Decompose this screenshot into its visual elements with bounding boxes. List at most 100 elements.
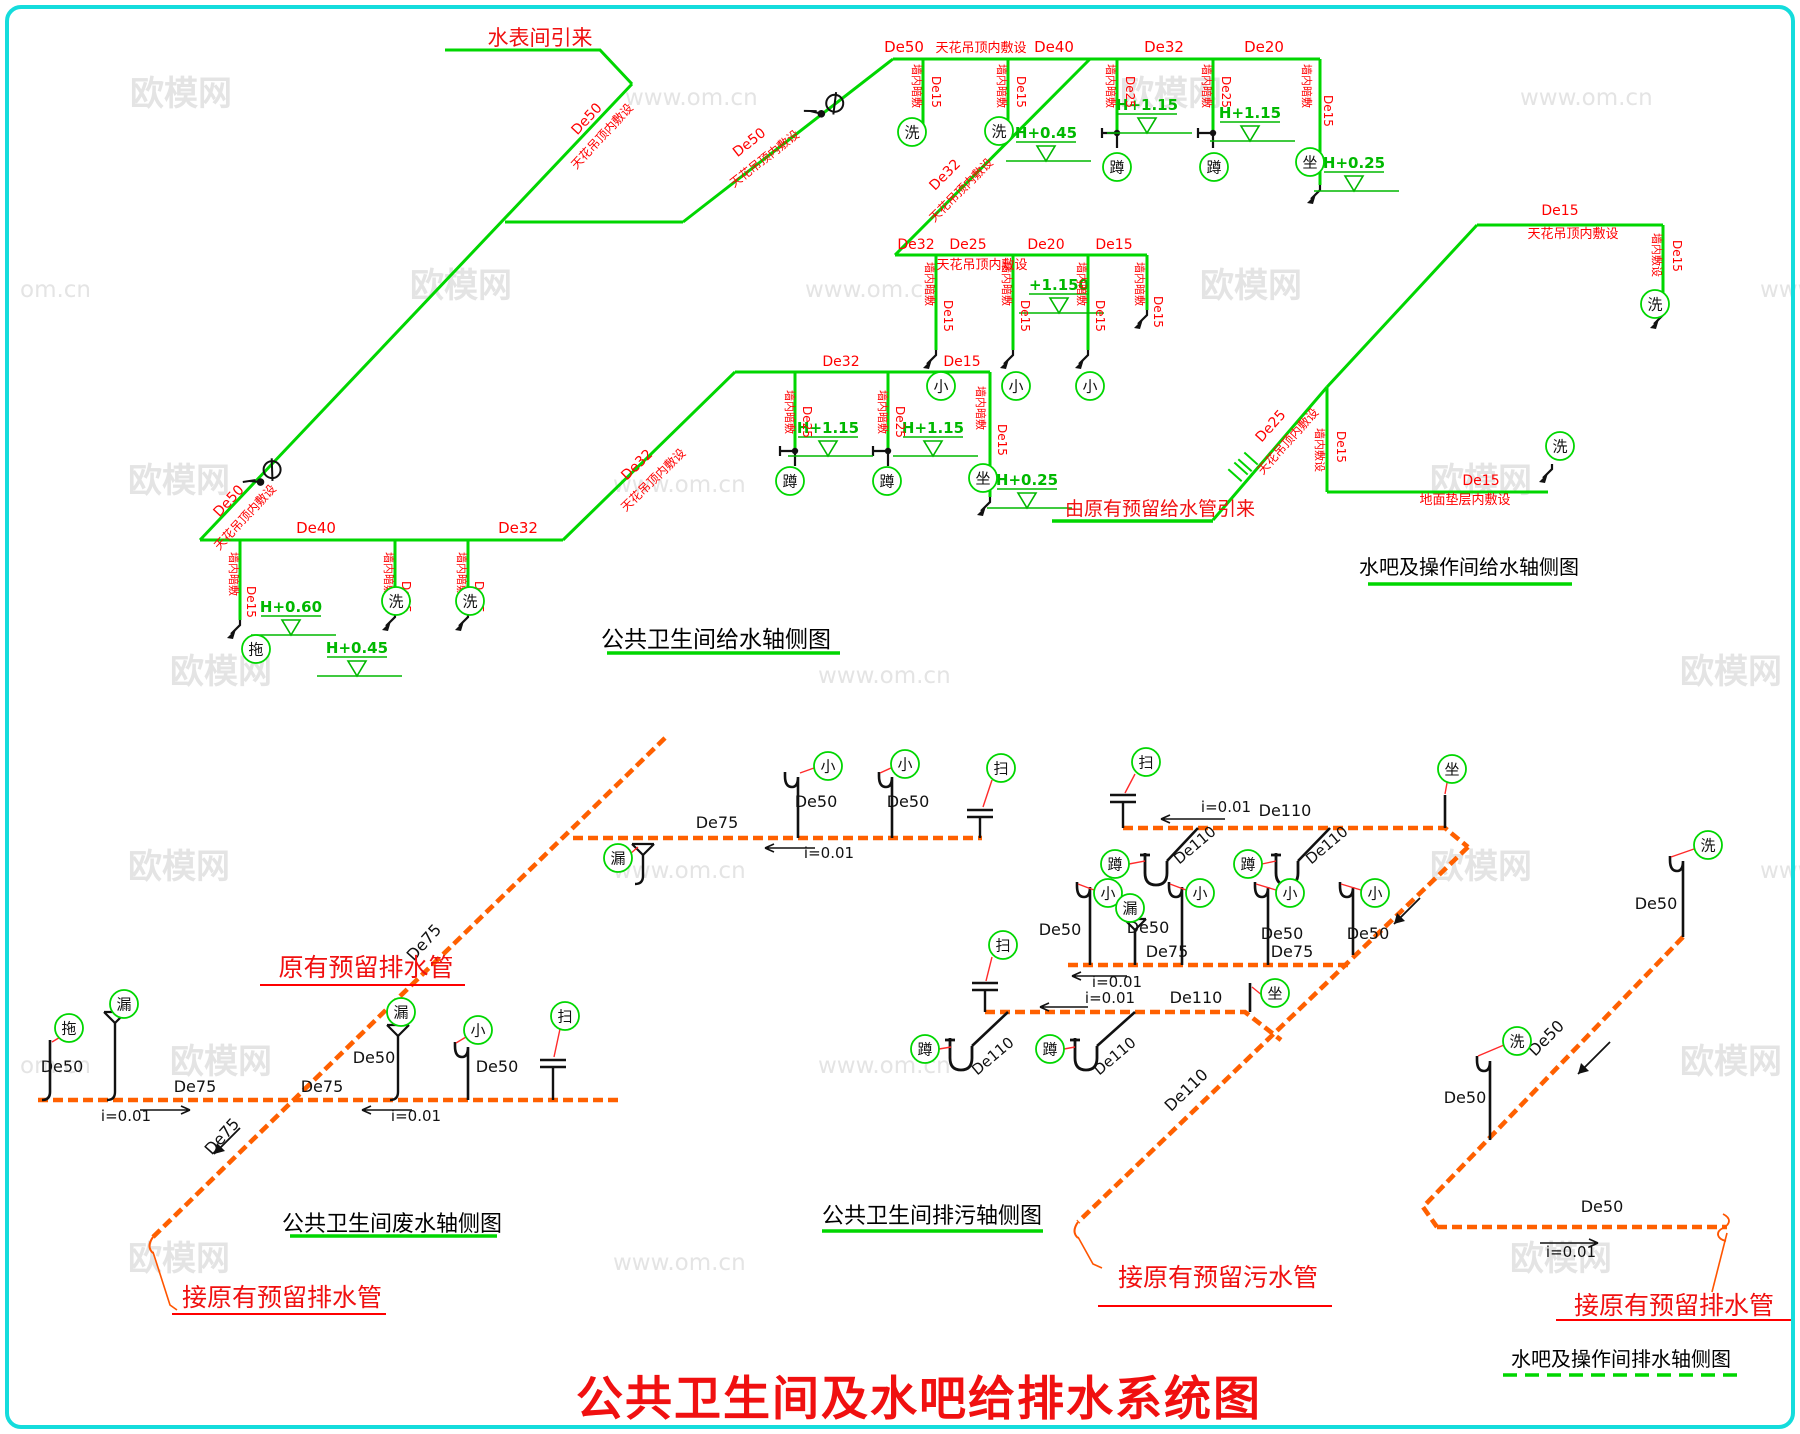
pipe-fixture	[1096, 1011, 1136, 1047]
pipe-supply	[561, 370, 737, 542]
pipe-fixture	[1166, 827, 1199, 862]
pipe-label: De50	[353, 1048, 396, 1067]
slope-arrow	[764, 843, 815, 853]
fixture-circle	[1360, 878, 1390, 908]
fixture-circle-label: 蹲	[879, 473, 894, 491]
pipe-label: De110	[1259, 801, 1312, 820]
title-waterbar-drainage: 水吧及操作间排水轴侧图	[1511, 1347, 1731, 1371]
pipe-label: 墙内暗敷	[1133, 262, 1147, 306]
pipe-supply	[445, 48, 634, 86]
fixture-circle	[381, 586, 411, 616]
trap-pipe	[453, 1042, 470, 1100]
slope-arrow	[361, 1105, 412, 1115]
fixture-circle	[1502, 1026, 1532, 1056]
watermark: www.om.cn	[625, 85, 758, 111]
watermark: 欧模网	[1680, 652, 1782, 692]
pipe-label: De110	[968, 1033, 1017, 1079]
fixture-circle	[984, 116, 1014, 146]
title-public-toilet-sewage: 公共卫生间排污轴侧图	[821, 1204, 1043, 1229]
fixture-circle-label: 扫	[557, 1008, 572, 1026]
elevation-triangle	[346, 660, 368, 678]
pipe-label: De50	[1127, 918, 1170, 937]
tap-dot	[884, 447, 892, 455]
fixture-circle-label: 漏	[1122, 900, 1137, 918]
elevation-triangle	[1048, 297, 1070, 315]
faucet-icon	[1078, 350, 1090, 365]
fixture-circle-label: 漏	[116, 996, 131, 1014]
break-tick	[1227, 461, 1249, 482]
fixture-circle-label: 扫	[1138, 754, 1153, 772]
pipe-label: De25	[893, 406, 907, 438]
fixture-circle	[986, 753, 1016, 783]
elevation-triangle	[1016, 492, 1038, 510]
pipe-label: De50	[1444, 1088, 1487, 1107]
elevation-triangle	[1035, 145, 1057, 163]
fixture-circle	[463, 1015, 493, 1045]
leader-red	[799, 767, 815, 774]
fixture-circle-label: 坐	[1444, 761, 1459, 779]
faucet-arrow	[1075, 359, 1084, 369]
fixture-circle-label: 小	[933, 378, 948, 396]
pipe-fixture	[1297, 827, 1331, 862]
pipe-label: De40	[296, 519, 336, 537]
fixture-circle-label: 洗	[1552, 438, 1567, 456]
fixture-circle-label: 洗	[1509, 1033, 1524, 1051]
pipe-label: De32	[498, 519, 538, 537]
fixture-circle	[1275, 878, 1305, 908]
watermark: 欧模网	[128, 461, 230, 501]
fixture-circle	[1693, 830, 1723, 860]
main-title: 公共卫生间及水吧给排水系统图	[576, 1372, 1262, 1427]
annotation-connect-reserved-drain-right: 接原有预留排水管	[1573, 1291, 1775, 1320]
pipe-label: 墙内暗敷	[382, 552, 396, 596]
pipe-label: De15	[929, 76, 943, 108]
slope-arrow	[140, 1105, 191, 1115]
trap-pipe	[877, 772, 894, 838]
pipe-label: De40	[1034, 38, 1074, 56]
pipe-label: De50	[41, 1057, 84, 1076]
squat-trap	[1140, 853, 1169, 887]
elevation-label: H+0.25	[1323, 154, 1385, 172]
trap-pipe	[1668, 856, 1685, 937]
faucet-arrow	[1134, 319, 1143, 329]
fixture-circle-label: 小	[897, 756, 912, 774]
watermark: 欧模网	[1430, 847, 1532, 887]
leader-red	[1128, 860, 1146, 865]
watermark: www.om.cn	[805, 277, 938, 303]
cleanout-symbol	[540, 1058, 566, 1100]
elevation-label: H+0.25	[996, 471, 1058, 489]
trap-pipe	[1075, 882, 1092, 965]
pipe-label: 天花吊顶内敷设	[936, 257, 1027, 273]
title-public-toilet-water-supply: 公共卫生间给水轴侧图	[601, 627, 831, 653]
trap-pipe	[1167, 882, 1184, 965]
valve-part	[262, 460, 282, 480]
pipe-label: De15	[1462, 473, 1499, 489]
pipe-label: De15	[1670, 240, 1684, 272]
pipe-supply	[682, 57, 894, 224]
watermark: www.om.cn	[613, 1250, 746, 1276]
pipe-label: 墙内暗敷	[1300, 64, 1314, 108]
elevation-label: H+0.45	[1015, 124, 1077, 142]
pipe-label: De50	[476, 1057, 519, 1076]
faucet-icon	[1542, 464, 1554, 479]
leader-red	[1477, 1044, 1505, 1057]
flow-arrow-head	[1394, 913, 1405, 924]
pipe-label: 墙内暗敷	[455, 552, 469, 596]
slope-label: i=0.01	[1546, 1243, 1596, 1261]
fixture-circle	[890, 749, 920, 779]
elevation-label: H+1.15	[1219, 104, 1281, 122]
pipe-label: 墙内暗敷	[227, 552, 241, 596]
pipe-drain	[1420, 935, 1685, 1229]
pipe-label: De75	[1146, 942, 1189, 961]
fixture-circle-label: 小	[820, 758, 835, 776]
fixture-path	[106, 1023, 117, 1102]
watermark: 欧模网	[128, 847, 230, 887]
leader-red	[553, 1028, 561, 1058]
elevation-triangle	[922, 440, 944, 458]
fixture-circle-label: 扫	[995, 937, 1010, 955]
fixture-circle	[1093, 878, 1123, 908]
fixture-circle-label: 蹲	[917, 1041, 932, 1059]
faucet-arrow	[1307, 194, 1316, 204]
fixture-circle	[1199, 152, 1229, 182]
fixture-circle-label: 洗	[1647, 296, 1662, 314]
